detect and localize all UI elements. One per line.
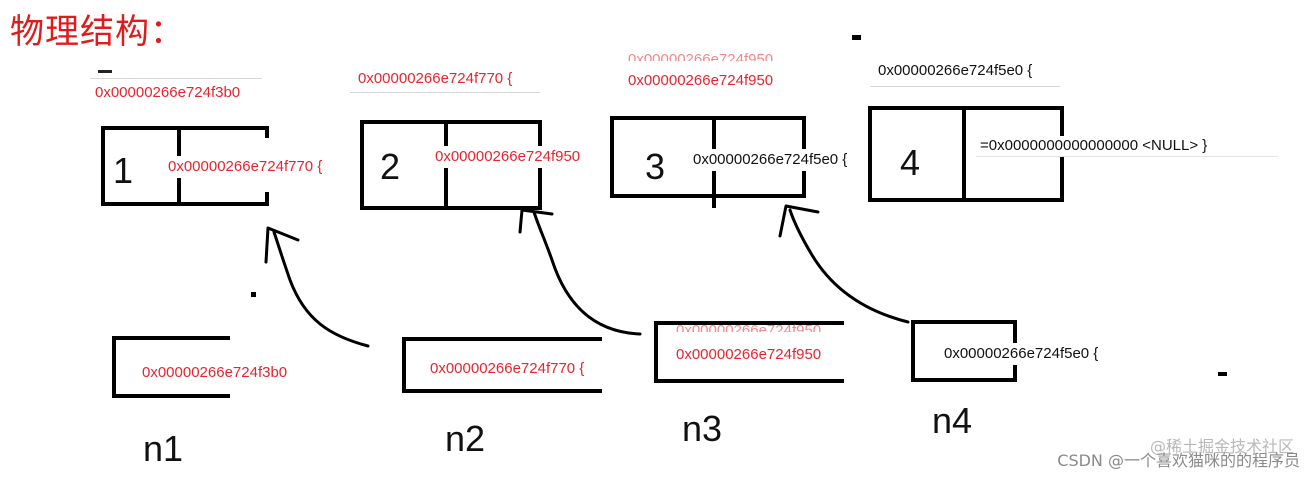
node-3-address: 0x00000266e724f950 [628, 72, 774, 89]
node-2-value: 2 [380, 146, 401, 187]
stray-mark [852, 35, 861, 40]
node-4-divider [962, 106, 966, 202]
arrow-n3-to-node-2-head [518, 208, 554, 234]
node-1-address-underline [90, 78, 262, 79]
pointer-n4-label: n4 [932, 400, 973, 441]
node-2-address-underline [350, 92, 540, 93]
node-1-right-stub-top [265, 126, 269, 138]
arrow-n2-to-node-1-head [264, 226, 300, 264]
node-3-ghost-address: 0x00000266e724f950 [628, 51, 774, 61]
node-4-value: 4 [900, 142, 921, 183]
pointer-n4-address: 0x00000266e724f5e0 { [940, 343, 1103, 365]
node-1-box [101, 126, 269, 206]
node-4-address: 0x00000266e724f5e0 { [878, 62, 1033, 79]
node-2-address: 0x00000266e724f770 { [358, 70, 513, 87]
arrow-n3-to-node-2 [532, 210, 642, 336]
arrow-n2-to-node-1 [272, 230, 370, 348]
pointer-n2-label: n2 [445, 418, 486, 459]
node-1-right-stub-bottom [265, 192, 269, 206]
node-4-address-underline [870, 86, 1060, 87]
arrow-n4-to-node-3-head [778, 204, 820, 238]
stray-mark [1218, 372, 1227, 376]
pointer-n2-box [402, 337, 602, 393]
node-2-next-address: 0x00000266e724f950 [433, 146, 583, 168]
pointer-n3-box [654, 321, 844, 383]
stray-mark [251, 292, 256, 297]
node-1-value: 1 [113, 150, 134, 191]
arrow-n4-to-node-3 [788, 208, 910, 324]
node-1-next-address: 0x00000266e724f770 { [166, 156, 325, 178]
watermark-shadow: @稀土掘金技术社区 [1149, 437, 1294, 456]
watermark: CSDN @一个喜欢猫咪的的程序员 [1057, 451, 1300, 470]
diagram-title: 物理结构： [10, 12, 185, 52]
pointer-n1-box [112, 336, 230, 398]
pointer-n3-ghost-address: 0x00000266e724f950 [676, 322, 822, 332]
node-4-next-address: =0x0000000000000000 <NULL> } [976, 136, 1278, 157]
stray-mark [98, 70, 112, 73]
node-3-next-address: 0x00000266e724f5e0 { [691, 149, 850, 171]
pointer-n3-address: 0x00000266e724f950 [674, 344, 824, 366]
pointer-n1-address: 0x00000266e724f3b0 [138, 362, 292, 384]
node-3-value: 3 [645, 146, 666, 187]
pointer-n2-address: 0x00000266e724f770 { [428, 358, 587, 380]
pointer-n1-label: n1 [143, 428, 184, 469]
node-1-address: 0x00000266e724f3b0 [95, 84, 241, 101]
pointer-n3-label: n3 [682, 408, 723, 449]
